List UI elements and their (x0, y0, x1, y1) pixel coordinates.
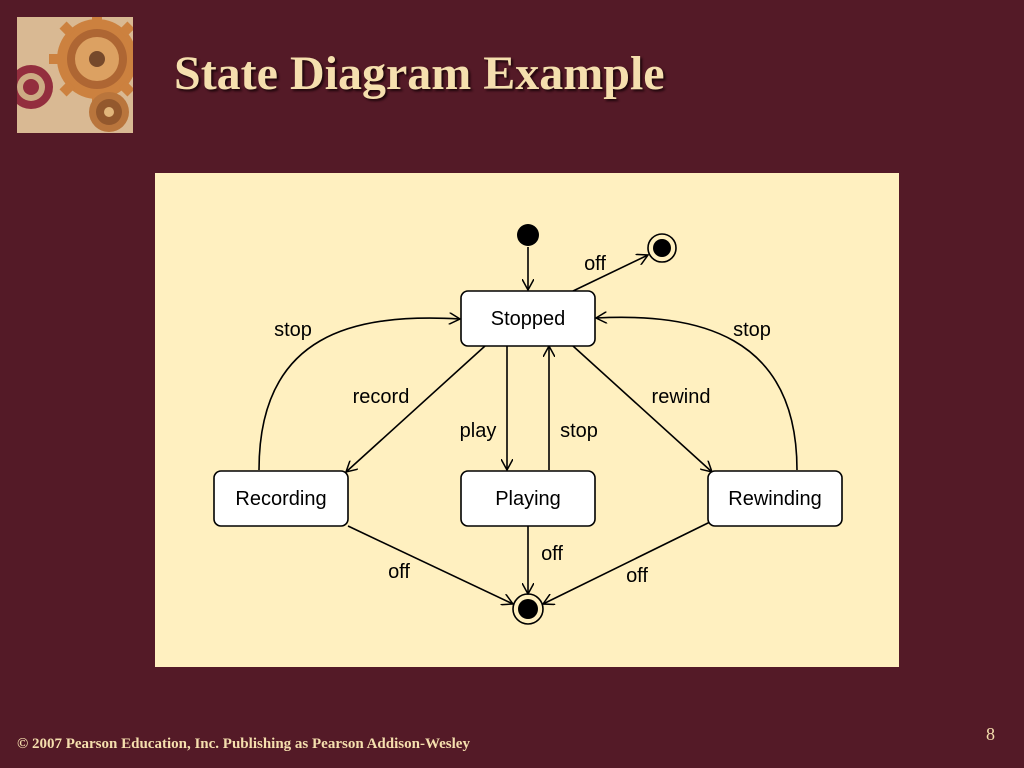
slide-title: State Diagram Example (174, 47, 665, 100)
initial-state-node (517, 224, 539, 246)
state-label-rewinding: Rewinding (728, 488, 821, 510)
copyright-footer: © 2007 Pearson Education, Inc. Publishin… (17, 736, 470, 752)
transition-rewind (572, 345, 712, 472)
state-label-playing: Playing (495, 488, 561, 510)
transition-rewinding-off (543, 521, 711, 604)
transition-record (346, 345, 486, 472)
transition-rewinding-stop (596, 317, 798, 471)
transition-recording-stop (258, 318, 460, 471)
state-diagram-panel: Stopped Recording Playing Rewinding off … (155, 173, 899, 667)
state-box-playing (460, 470, 596, 527)
state-box-recording (213, 470, 349, 527)
final-state-node-bottom (512, 593, 544, 625)
transition-label-rewinding-stop: stop (733, 319, 771, 341)
clockwork-gears-image (17, 17, 133, 133)
transition-label-recording-stop: stop (274, 319, 312, 341)
transition-label-recording-off: off (388, 561, 410, 583)
state-box-stopped (460, 290, 596, 347)
transition-label-stopped-off: off (584, 253, 606, 275)
transition-label-playing-stop: stop (560, 420, 598, 442)
state-diagram: Stopped Recording Playing Rewinding off … (213, 224, 843, 625)
transition-recording-off (347, 525, 513, 604)
transition-stopped-off (572, 255, 648, 292)
transition-label-record: record (353, 386, 410, 408)
state-box-rewinding (707, 470, 843, 527)
state-label-recording: Recording (235, 488, 326, 510)
transition-label-play: play (460, 420, 497, 442)
transition-label-rewinding-off: off (626, 565, 648, 587)
page-number: 8 (986, 724, 995, 744)
transition-label-rewind: rewind (652, 386, 711, 408)
transition-label-playing-off: off (541, 543, 563, 565)
state-label-stopped: Stopped (491, 308, 566, 330)
final-state-node-top (647, 233, 677, 263)
